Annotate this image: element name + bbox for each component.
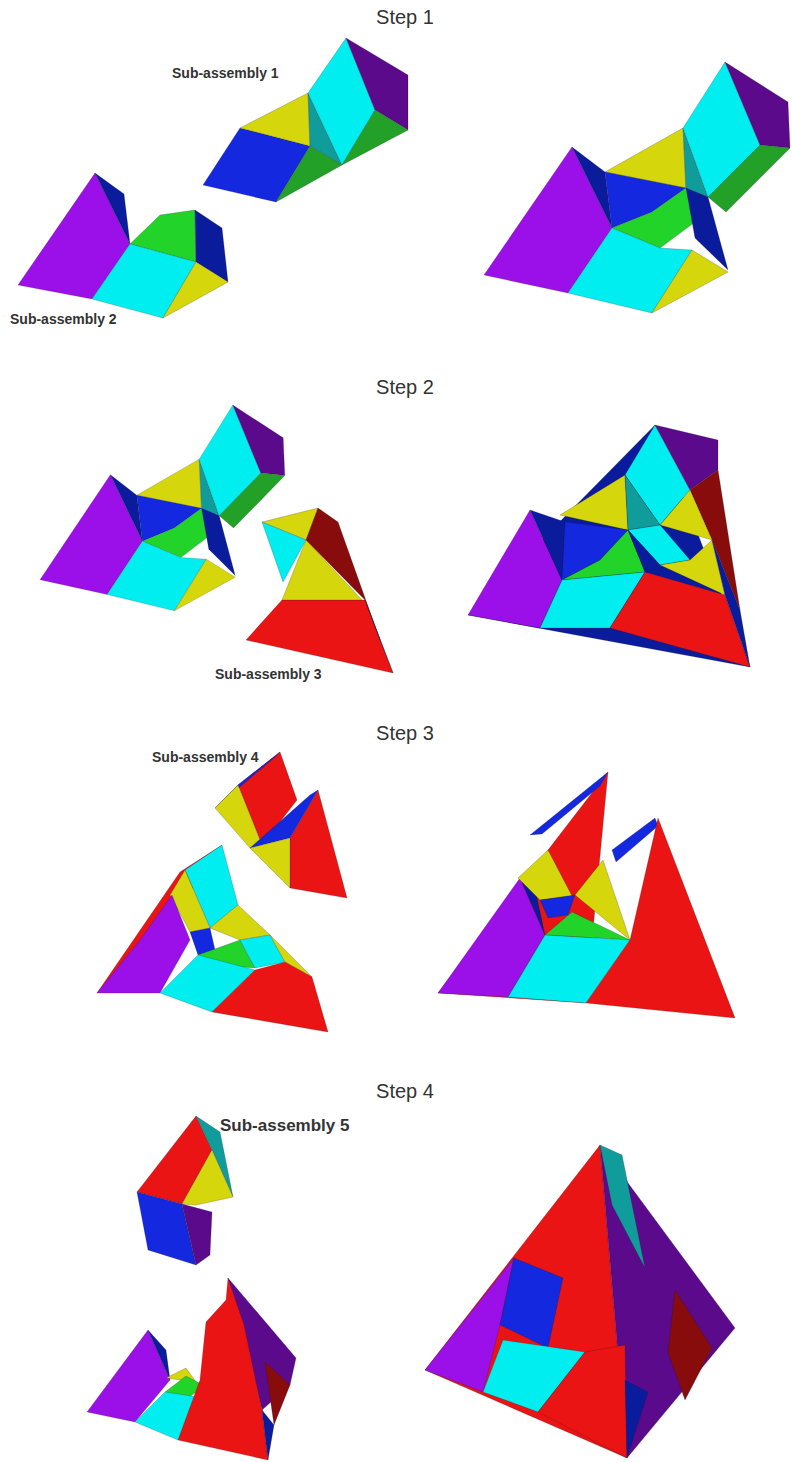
piece-face — [712, 540, 750, 667]
piece-face — [240, 935, 285, 968]
sub-assembly-3-figure — [246, 508, 393, 673]
sub-assembly-label: Sub-assembly 1 — [172, 66, 279, 81]
piece-face — [628, 530, 660, 572]
piece-face — [178, 1278, 268, 1460]
piece-face — [110, 475, 142, 541]
piece-face — [148, 1330, 170, 1380]
piece-face — [233, 405, 285, 476]
piece-face — [538, 1345, 627, 1458]
piece-face — [250, 838, 290, 888]
piece-face — [174, 559, 235, 611]
sub-assembly-1-figure — [203, 38, 408, 202]
piece-face — [265, 1362, 290, 1425]
piece-face — [212, 962, 328, 1032]
piece-face — [182, 1204, 212, 1265]
step-heading: Step 1 — [376, 6, 434, 28]
piece-face — [240, 93, 310, 146]
piece-face — [530, 772, 608, 835]
sub-assembly-5-figure — [137, 1116, 233, 1265]
piece-face — [560, 475, 628, 530]
piece-face — [708, 145, 790, 212]
sub-assembly-label: Sub-assembly 5 — [220, 1117, 349, 1136]
piece-face — [246, 600, 393, 673]
piece-face — [468, 425, 750, 667]
piece-face — [600, 1145, 645, 1268]
piece-face — [652, 250, 728, 313]
sub-assembly-4-figure — [215, 752, 347, 898]
sub-assembly-label: Sub-assembly 2 — [10, 312, 117, 327]
step-2-base-figure — [40, 405, 285, 611]
piece-face — [342, 110, 408, 165]
sub-assembly-label: Sub-assembly 4 — [152, 750, 259, 765]
piece-face — [530, 510, 565, 580]
step-1-result-figure — [484, 62, 790, 313]
piece-face — [725, 62, 790, 148]
piece-face — [500, 1258, 563, 1348]
piece-face — [586, 818, 735, 1018]
step-heading: Step 4 — [376, 1080, 434, 1102]
piece-face — [572, 147, 612, 228]
sub-assembly-2-figure — [18, 173, 228, 318]
step-3-base-figure — [97, 845, 328, 1032]
piece-face — [215, 785, 262, 848]
piece-face — [660, 490, 712, 540]
piece-face — [262, 1410, 274, 1460]
piece-face — [210, 905, 270, 940]
piece-face — [518, 850, 572, 900]
step-3-result-figure — [438, 772, 735, 1018]
piece-face — [306, 508, 380, 640]
piece-face — [625, 1380, 648, 1458]
sub-assembly-label: Sub-assembly 3 — [215, 667, 322, 682]
piece-face — [365, 600, 393, 673]
piece-face — [625, 475, 660, 530]
piece-face — [137, 1192, 196, 1265]
step-4-result-figure — [425, 1145, 735, 1458]
piece-face — [425, 1145, 627, 1458]
piece-face — [182, 1150, 233, 1205]
step-heading: Step 2 — [376, 376, 434, 398]
piece-face — [163, 262, 228, 318]
piece-face — [668, 1290, 712, 1400]
step-heading: Step 3 — [376, 722, 434, 744]
piece-face — [95, 173, 130, 244]
step-4-base-figure — [87, 1278, 296, 1460]
piece-face — [276, 146, 342, 202]
step-2-result-figure — [468, 425, 750, 667]
